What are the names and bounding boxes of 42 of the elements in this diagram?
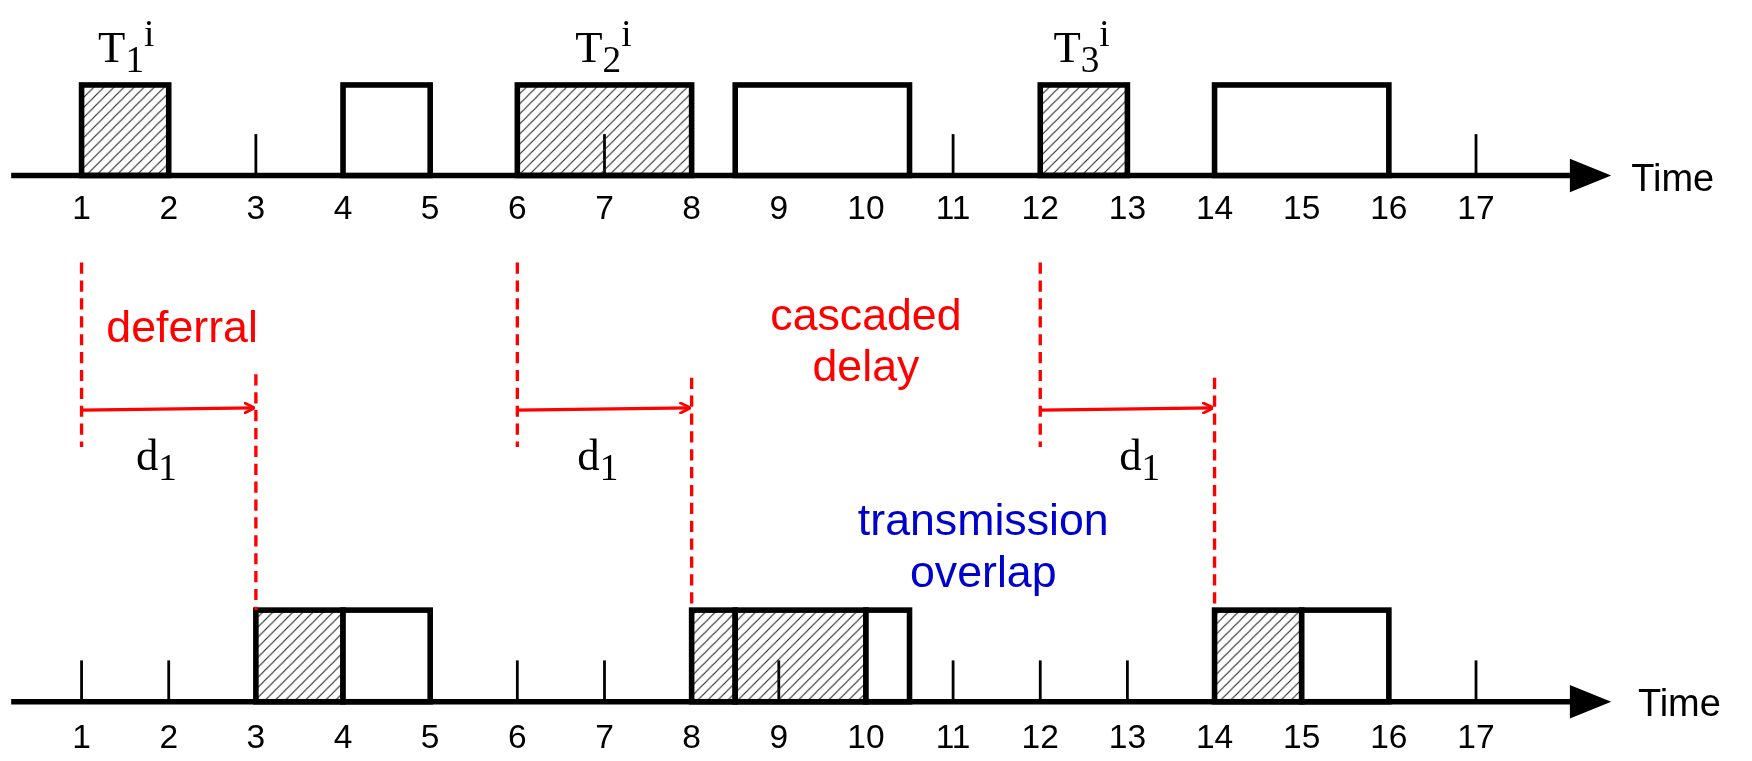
tick-label: 7 — [595, 718, 614, 757]
tick-label: 11 — [935, 188, 971, 228]
tick-label: 6 — [508, 188, 527, 228]
tick-label: 10 — [847, 718, 885, 757]
delay-label: d$_{1}$ — [1119, 430, 1161, 491]
tick-label: 13 — [1108, 718, 1147, 757]
tick-label: 6 — [508, 718, 527, 757]
tick-label: 7 — [595, 188, 614, 228]
tick-label: 3 — [246, 188, 266, 228]
tick-label: 5 — [420, 718, 440, 757]
tick-label: 1 — [72, 188, 91, 228]
tick-label: 17 — [1457, 188, 1495, 228]
tick-label: 17 — [1457, 718, 1495, 757]
tick-label: 15 — [1283, 718, 1321, 757]
axis-label: Time — [1631, 156, 1715, 201]
tick-label: 12 — [1021, 718, 1059, 757]
tick-label: 16 — [1370, 188, 1408, 228]
tick-label: 12 — [1021, 188, 1059, 228]
tick-label: 13 — [1108, 188, 1147, 228]
annotation-text: transmission overlap — [856, 493, 1110, 597]
tick-label: 15 — [1283, 188, 1321, 228]
tick-label: 2 — [159, 188, 179, 228]
tick-label: 16 — [1370, 718, 1408, 757]
tick-label: 10 — [847, 188, 885, 228]
annotation-text: cascaded delay — [769, 288, 963, 392]
tick-label: 3 — [246, 718, 266, 757]
tick-label: 4 — [333, 718, 353, 757]
delay-label: d$_{1}$ — [577, 430, 619, 491]
tick-label: 4 — [333, 188, 353, 228]
annotation-text: deferral — [106, 301, 258, 354]
tick-label: 8 — [682, 718, 701, 757]
tick-label: 5 — [420, 188, 440, 228]
tick-label: 2 — [159, 718, 179, 757]
tick-label: 1 — [72, 718, 91, 757]
tick-label: 9 — [769, 188, 789, 228]
tick-label: 14 — [1195, 718, 1234, 757]
tick-label: 14 — [1195, 188, 1234, 228]
tick-label: 9 — [769, 718, 789, 757]
delay-label: d$_{1}$ — [135, 430, 177, 491]
tick-label: 8 — [682, 188, 701, 228]
axis-label: Time — [1637, 682, 1721, 726]
tick-label: 11 — [935, 718, 971, 757]
